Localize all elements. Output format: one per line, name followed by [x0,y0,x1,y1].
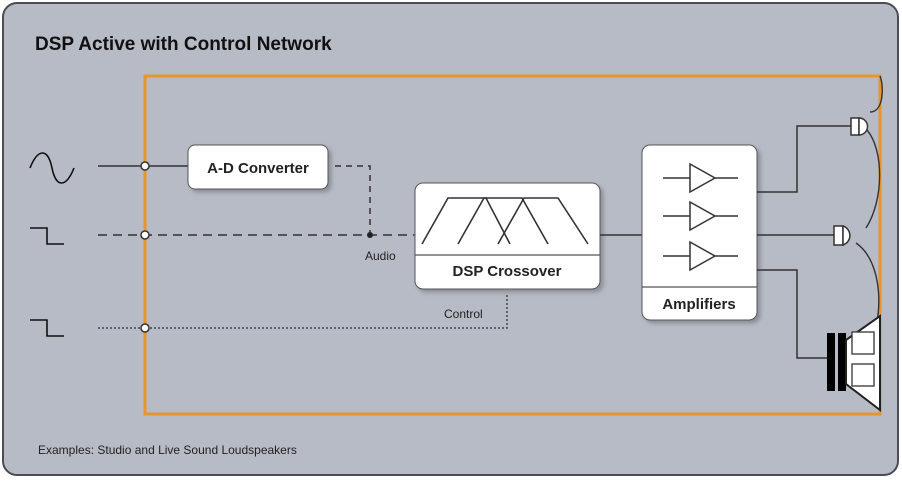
diagram-title: DSP Active with Control Network [35,34,332,55]
converter-output-line [335,165,371,235]
dsp-crossover-block: DSP Crossover [414,182,601,290]
tweeter-feed-line [757,125,851,193]
sine-wave-icon [29,152,75,184]
tweeter-icon [850,75,883,229]
amplifiers-label: Amplifiers [662,296,735,313]
ad-converter-block: A-D Converter [187,144,329,190]
enclosure-outline [143,74,882,416]
square-wave-icon [30,319,64,337]
amplifier-icon [663,240,738,272]
input-junction [140,323,150,333]
input-junction [140,161,150,171]
footer-caption: Examples: Studio and Live Sound Loudspea… [38,443,297,457]
audio-label: Audio [365,249,396,263]
woofer-feed-line [757,269,827,359]
crossover-curves-icon [421,197,589,245]
amplifier-icon [663,162,738,194]
square-wave-icon [30,227,64,245]
amplifiers-block: Amplifiers [641,144,758,321]
dsp-crossover-label: DSP Crossover [453,263,562,280]
control-label: Control [444,307,483,321]
input-junction [140,230,150,240]
control-network-line [98,293,508,329]
ad-converter-label: A-D Converter [207,160,309,177]
woofer-icon [827,314,881,413]
amplifier-icon [663,200,738,232]
audio-junction [367,232,373,238]
